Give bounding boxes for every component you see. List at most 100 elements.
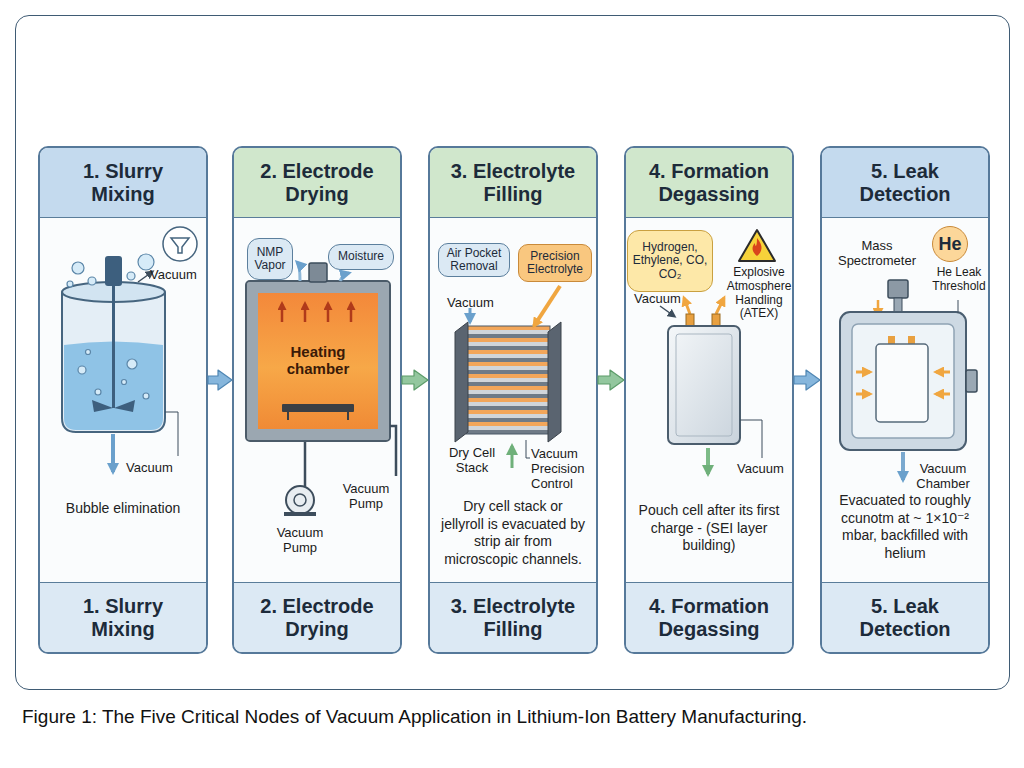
leak-chamber-part	[966, 370, 977, 392]
cell-stack-part	[548, 322, 561, 442]
bubbles-part	[78, 366, 86, 374]
node-text: Hydrogen, Ethylene, CO, CO₂	[632, 241, 708, 281]
cell-stack-part	[511, 446, 514, 468]
mixing-tank-part	[92, 400, 135, 412]
bubbles-part	[127, 272, 135, 280]
annotation-label: Vacuum	[447, 296, 507, 311]
leak-chamber-part	[888, 280, 908, 298]
drying-oven-part	[304, 442, 307, 486]
bubbles-part	[72, 262, 84, 274]
panel-footer: 4. Formation Degassing	[626, 582, 792, 652]
callout-bubble: Air Pocket Removal	[438, 243, 510, 277]
figure-caption: Figure 1: The Five Critical Nodes of Vac…	[22, 706, 1022, 728]
callout-bubble: Hydrogen, Ethylene, CO, CO₂	[627, 230, 713, 292]
drying-oven-part	[286, 486, 314, 514]
heating-chamber: Heating chamber	[247, 282, 389, 440]
mixing-tank-part	[111, 434, 115, 472]
leak-chamber-part	[840, 312, 966, 450]
panel-description: Pouch cell after its first charge - (SEI…	[636, 502, 782, 555]
heat-arrows-part	[350, 304, 353, 322]
drying-oven-part	[347, 412, 349, 420]
annotation-label: Explosive Atmosphere Handling (ATEX)	[721, 266, 797, 321]
pouch-cell-part	[676, 334, 732, 436]
helium-arrows-part	[936, 393, 950, 396]
leak-chamber	[840, 280, 977, 480]
leak-chamber-part	[901, 452, 905, 480]
annotation-label: Vacuum Pump	[270, 526, 330, 556]
panel-title: 5. Leak Detection	[822, 148, 988, 218]
helium-arrows-part	[936, 371, 950, 374]
flow-arrow	[598, 370, 624, 390]
bubbles	[67, 254, 154, 399]
annotation-label: Mass Spectrometer	[832, 239, 922, 269]
leak-chamber-part	[876, 344, 928, 422]
pouch-cell-part	[740, 420, 762, 458]
panel-footer: 3. Electrolyte Filling	[430, 582, 596, 652]
drying-oven-part	[297, 262, 300, 281]
node-text: Precision Electrolyte	[523, 250, 587, 277]
pouch-cell-part	[753, 238, 762, 256]
panel-description: Bubble elimination	[50, 500, 196, 518]
heat-arrows-part	[304, 304, 307, 322]
mixing-tank-part	[138, 272, 152, 282]
bubbles-part	[67, 281, 73, 287]
cell-stack-part	[534, 286, 560, 326]
drying-oven-part	[309, 263, 327, 282]
pouch-cell-part	[716, 298, 724, 314]
bubbles-part	[143, 393, 149, 399]
heat-arrows	[282, 304, 351, 322]
drying-oven-part	[284, 512, 316, 516]
node-text: NMP Vapor	[252, 246, 288, 273]
drying-oven-part	[287, 412, 289, 420]
panel-title: 3. Electrolyte Filling	[430, 148, 596, 218]
bubbles-part	[122, 380, 127, 385]
bubbles-part	[127, 359, 137, 369]
node-text: Air Pocket Removal	[443, 247, 505, 274]
process-panel: 2. Electrode Drying2. Electrode DryingNM…	[232, 146, 402, 654]
callout-bubble: Moisture	[328, 244, 394, 270]
annotation-label: Vacuum Pump	[338, 482, 394, 512]
panel-footer: 1. Slurry Mixing	[40, 582, 206, 652]
mixing-tank-part	[112, 286, 115, 408]
panel-title: 2. Electrode Drying	[234, 148, 400, 218]
annotation-label: Vacuum	[126, 461, 186, 476]
cell-stack-part	[466, 326, 550, 434]
mixing-tank-part	[171, 238, 189, 253]
callout-bubble: NMP Vapor	[247, 238, 293, 280]
panel-description: Dry cell stack or jellyroll is evacuated…	[440, 498, 586, 568]
bubbles-part	[86, 350, 91, 355]
heat-arrows-part	[281, 304, 284, 322]
panel-footer: 2. Electrode Drying	[234, 582, 400, 652]
node-text: He	[938, 234, 961, 254]
drying-oven-part	[282, 404, 354, 412]
flow-arrow	[402, 370, 428, 390]
pouch-cell-part	[668, 326, 740, 444]
cell-stack-part	[469, 308, 472, 322]
bubbles-part	[95, 389, 101, 395]
panel-description: Evacuated to roughly ccunotm at ~ 1×10⁻²…	[832, 492, 978, 562]
panel-title: 1. Slurry Mixing	[40, 148, 206, 218]
drying-oven-part	[294, 494, 306, 506]
helium-arrows	[856, 372, 950, 394]
flow-arrow	[794, 370, 820, 390]
annotation-label: He Leak Threshold	[926, 266, 992, 294]
helium-arrows-part	[856, 371, 870, 374]
element-circle: He	[932, 226, 968, 262]
annotation-label: Vacuum	[737, 462, 793, 477]
drying-oven	[282, 262, 396, 516]
panel-footer: 5. Leak Detection	[822, 582, 988, 652]
leak-chamber-part	[852, 324, 954, 438]
panel-title: 4. Formation Degassing	[626, 148, 792, 218]
node-text: Heating chamber	[278, 344, 358, 378]
cell-stack-part	[455, 322, 468, 442]
helium-arrows-part	[856, 393, 870, 396]
pouch-cell-part	[660, 306, 674, 316]
drying-oven-part	[340, 273, 349, 281]
leak-chamber-part	[894, 298, 902, 312]
mixing-tank-part	[105, 256, 122, 286]
annotation-label: Vacuum	[150, 268, 210, 283]
